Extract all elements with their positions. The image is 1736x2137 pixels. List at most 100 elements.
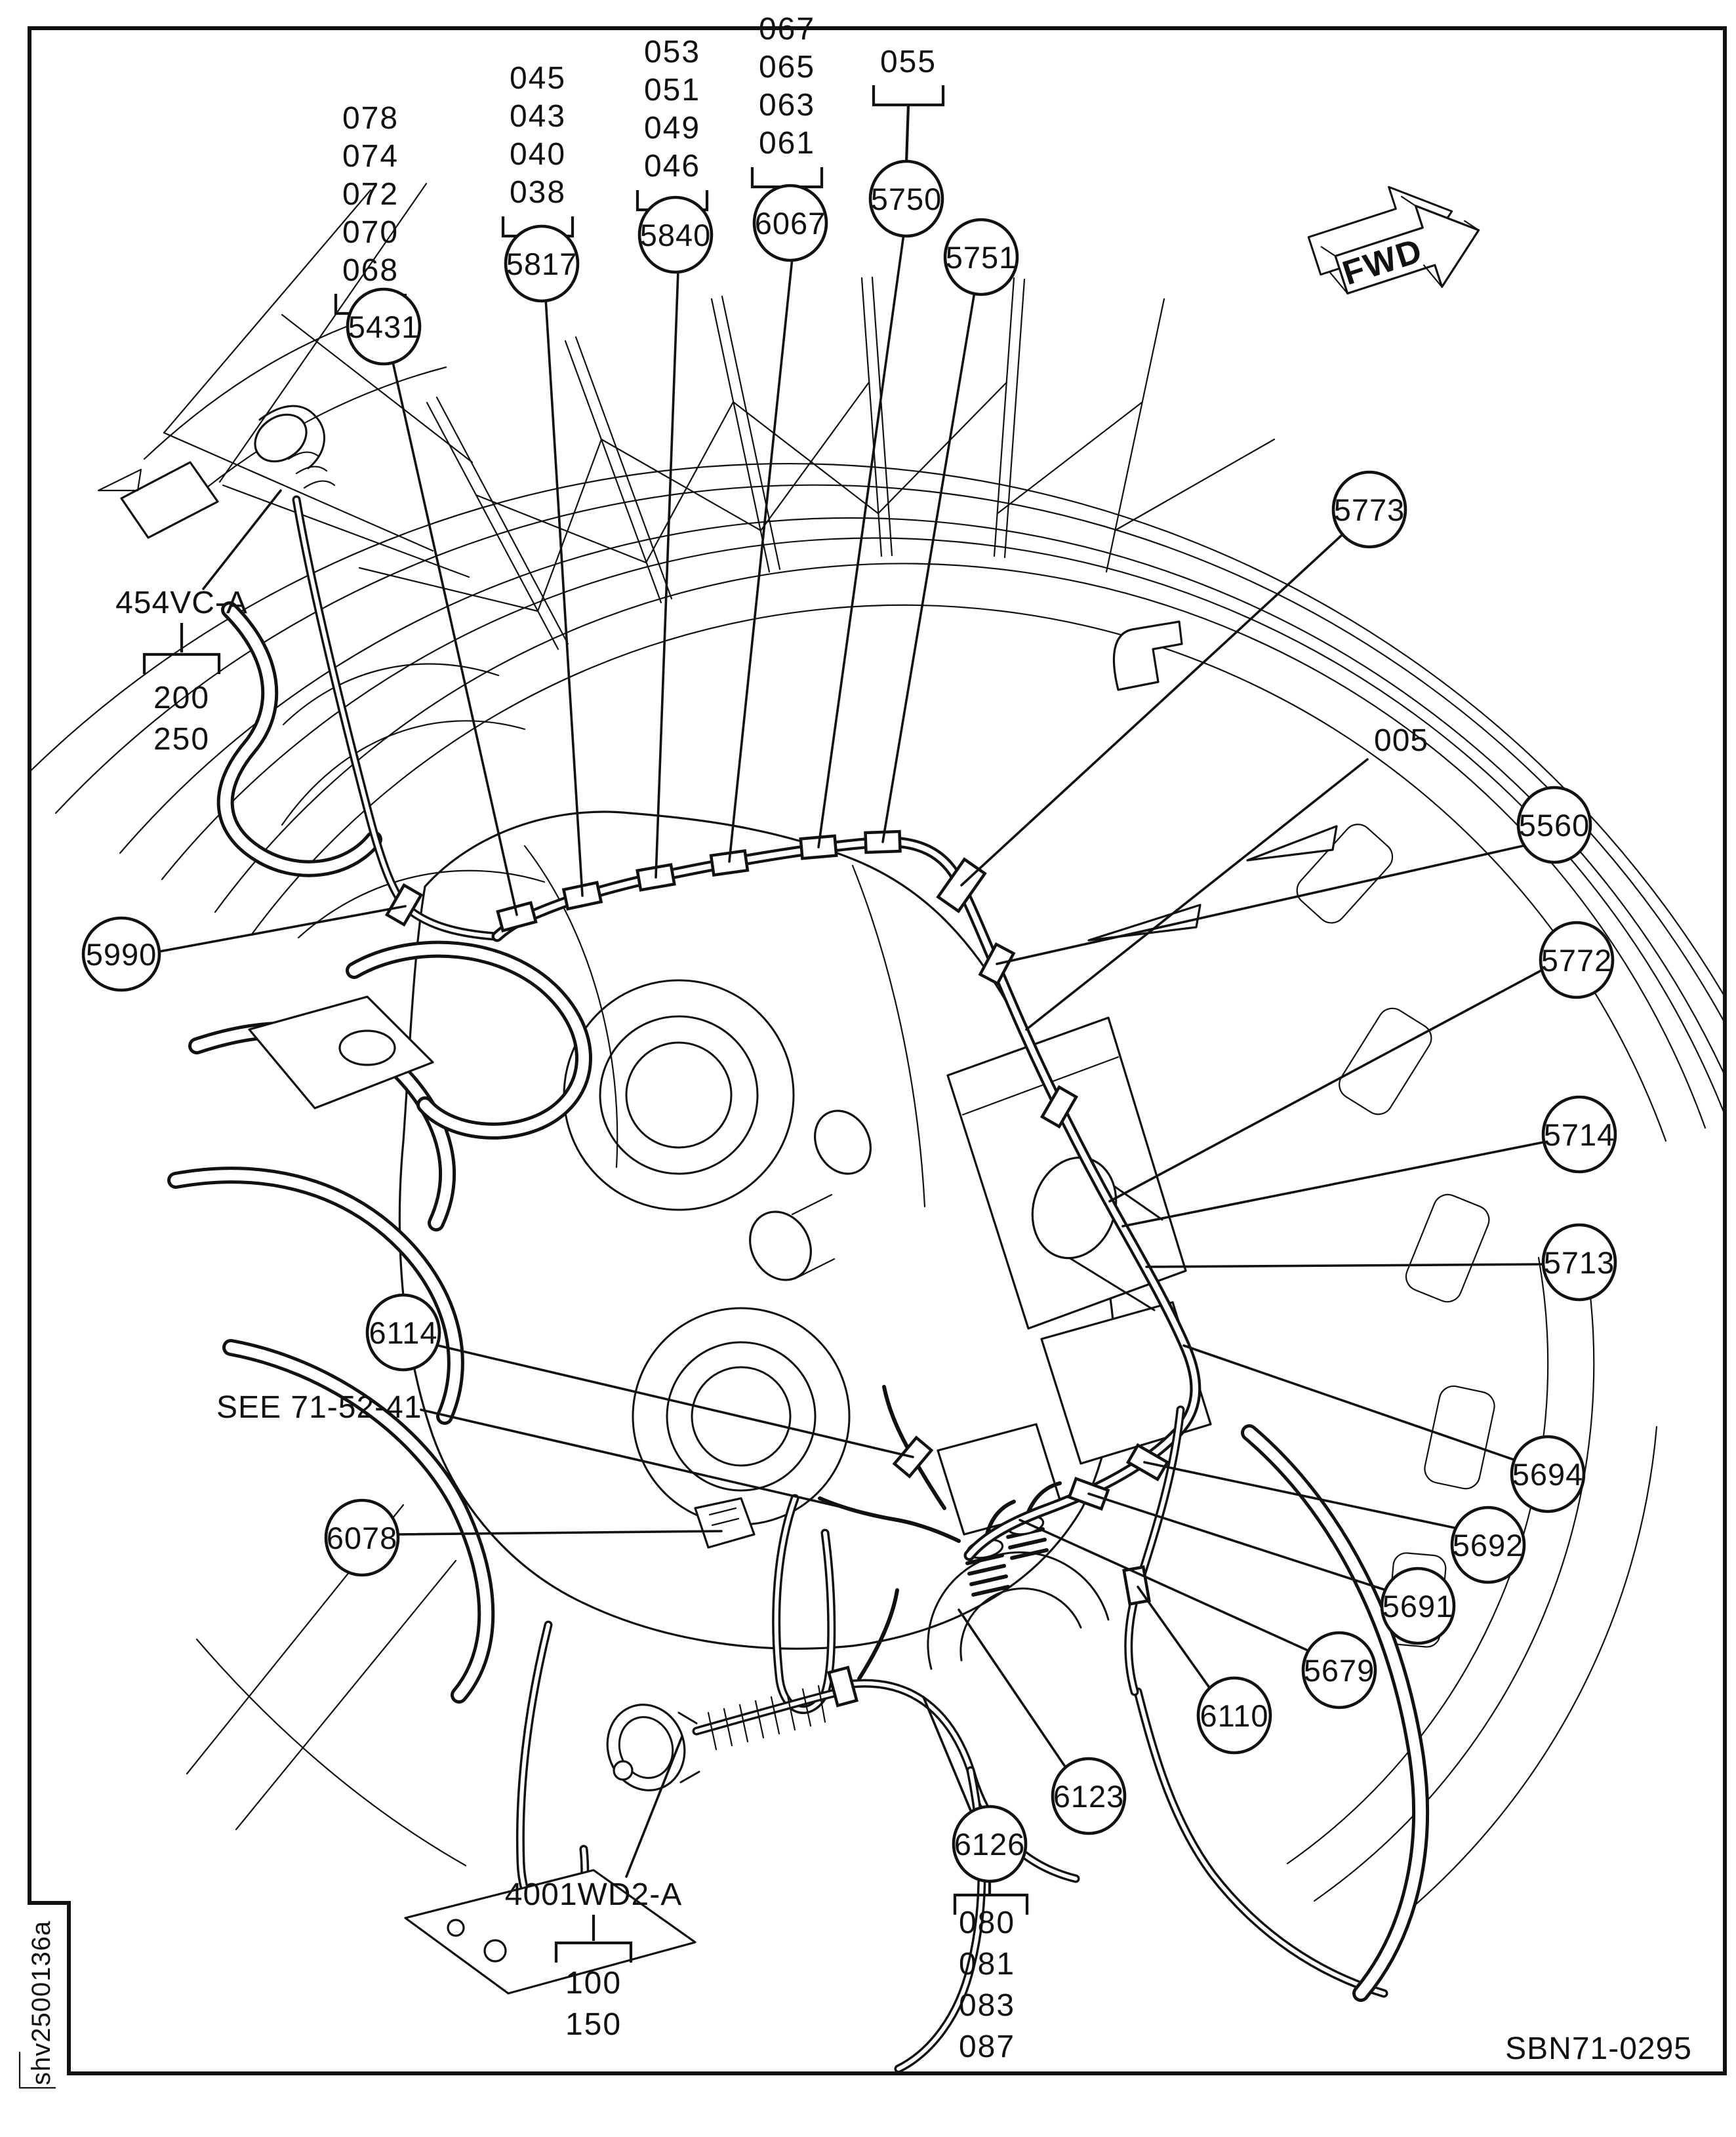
svg-text:5713: 5713	[1544, 1245, 1615, 1280]
item-number[interactable]: 068	[342, 253, 399, 288]
svg-text:5817: 5817	[506, 247, 578, 281]
callout-6123[interactable]: 6123	[1051, 1757, 1127, 1835]
item-number[interactable]: 078	[342, 101, 399, 136]
item-number[interactable]: 061	[759, 126, 815, 161]
mounting-plate	[404, 1869, 696, 1995]
bracket-plug	[694, 1497, 756, 1549]
page-border	[28, 26, 1727, 2075]
part-number[interactable]: 4001WD2-A	[505, 1877, 682, 1912]
svg-text:5751: 5751	[946, 240, 1017, 275]
callout-5773[interactable]: 5773	[1331, 470, 1407, 549]
bolt	[483, 1939, 507, 1963]
callout-5772[interactable]: 5772	[1539, 921, 1615, 999]
svg-text:5679: 5679	[1304, 1653, 1375, 1688]
callout-6126[interactable]: 6126	[952, 1805, 1028, 1883]
stack-5840: 053 051 049 046	[636, 35, 709, 212]
callout-5679[interactable]: 5679	[1301, 1631, 1377, 1709]
item-number[interactable]: 051	[644, 73, 700, 108]
item-number[interactable]: 083	[959, 1988, 1015, 2023]
fwd-arrow: FWD	[1307, 186, 1480, 295]
svg-text:6078: 6078	[327, 1521, 398, 1555]
item-number[interactable]: 049	[644, 111, 700, 146]
label-005[interactable]: 005	[1374, 723, 1428, 758]
stack-5750: 055	[872, 45, 945, 164]
item-number[interactable]: 063	[759, 88, 815, 123]
item-number[interactable]: 200	[153, 681, 210, 715]
svg-text:6126: 6126	[954, 1827, 1026, 1862]
part-number[interactable]: 454VC-A	[115, 586, 248, 620]
callout-5751[interactable]: 5751	[943, 218, 1019, 296]
svg-text:6114: 6114	[369, 1315, 437, 1350]
reference-note[interactable]: SEE 71-52-41	[216, 1390, 422, 1425]
item-number[interactable]: 070	[342, 215, 399, 250]
stack-bracket	[872, 85, 945, 164]
callout-5692[interactable]: 5692	[1450, 1506, 1526, 1584]
svg-text:5750: 5750	[871, 182, 942, 216]
callouts: 5431 5817 5840 6067 5750 5751 5773 5560 …	[81, 159, 1617, 1883]
item-number[interactable]: 081	[959, 1947, 1015, 1982]
shroud-cutouts	[1087, 620, 1495, 1648]
callout-5840[interactable]: 5840	[637, 195, 714, 274]
item-number[interactable]: 065	[759, 50, 815, 85]
svg-text:5694: 5694	[1512, 1457, 1584, 1492]
stack-6067: 067 065 063 061	[750, 12, 824, 190]
shroud-arcs	[31, 463, 1723, 1918]
callout-5817[interactable]: 5817	[504, 224, 580, 303]
item-number[interactable]: 045	[510, 61, 566, 96]
callout-5714[interactable]: 5714	[1541, 1095, 1617, 1174]
callout-6067[interactable]: 6067	[752, 184, 828, 262]
item-number[interactable]: 250	[153, 722, 210, 757]
svg-text:5691: 5691	[1383, 1589, 1454, 1624]
svg-text:5990: 5990	[86, 937, 157, 972]
item-number[interactable]: 072	[342, 177, 399, 212]
callout-6114[interactable]: 6114	[365, 1293, 441, 1372]
svg-text:5840: 5840	[640, 218, 712, 252]
sheet-code: shv2500136a	[27, 1921, 56, 2085]
item-number[interactable]: 087	[959, 2029, 1015, 2064]
item-number[interactable]: 053	[644, 35, 700, 70]
hoses-left	[167, 601, 592, 1867]
group-454vc-a: 454VC-A 200 250	[115, 586, 248, 757]
svg-text:6110: 6110	[1200, 1698, 1268, 1733]
item-number[interactable]: 040	[510, 137, 566, 172]
shroud-spokes	[358, 276, 1276, 650]
svg-text:6067: 6067	[755, 206, 826, 241]
leader-lines	[155, 233, 1544, 1878]
callout-5431[interactable]: 5431	[346, 287, 422, 366]
item-number[interactable]: 043	[510, 99, 566, 134]
svg-text:5431: 5431	[348, 310, 420, 344]
stack-5431: 078 074 072 070 068	[334, 101, 407, 315]
item-number[interactable]: 046	[644, 149, 700, 184]
item-number[interactable]: 067	[759, 12, 815, 47]
group-4001wd2-a: 4001WD2-A 100 150	[505, 1877, 682, 2042]
corner-mark	[18, 2051, 56, 2089]
group-bracket	[142, 623, 221, 674]
item-number[interactable]: 150	[565, 2007, 622, 2042]
item-number[interactable]: 038	[510, 175, 566, 210]
svg-text:5560: 5560	[1519, 808, 1590, 843]
drawing-code: SBN71-0295	[1505, 2031, 1692, 2066]
frame-truss	[97, 182, 474, 578]
callout-5691[interactable]: 5691	[1380, 1567, 1456, 1645]
callout-6110[interactable]: 6110	[1196, 1676, 1272, 1755]
callout-5713[interactable]: 5713	[1541, 1223, 1617, 1302]
item-number[interactable]: 055	[880, 45, 937, 79]
item-number[interactable]: 080	[959, 1906, 1015, 1940]
callout-5560[interactable]: 5560	[1516, 786, 1592, 864]
callout-5750[interactable]: 5750	[868, 159, 944, 238]
callout-5694[interactable]: 5694	[1510, 1435, 1586, 1513]
bottom-assembly	[404, 1385, 1430, 2071]
callout-5990[interactable]: 5990	[81, 916, 161, 992]
callout-6078[interactable]: 6078	[324, 1498, 400, 1577]
stack-6126: 080 081 083 087	[953, 1879, 1029, 2064]
stub-cylinder	[749, 1109, 872, 1281]
svg-text:5772: 5772	[1541, 943, 1613, 978]
svg-text:5692: 5692	[1453, 1528, 1524, 1563]
stack-5817: 045 043 040 038	[501, 61, 575, 238]
speed-sensor	[254, 405, 500, 941]
item-number[interactable]: 074	[342, 139, 399, 174]
svg-text:5714: 5714	[1544, 1117, 1615, 1152]
svg-text:5773: 5773	[1334, 492, 1405, 527]
item-number[interactable]: 100	[565, 1966, 622, 2001]
